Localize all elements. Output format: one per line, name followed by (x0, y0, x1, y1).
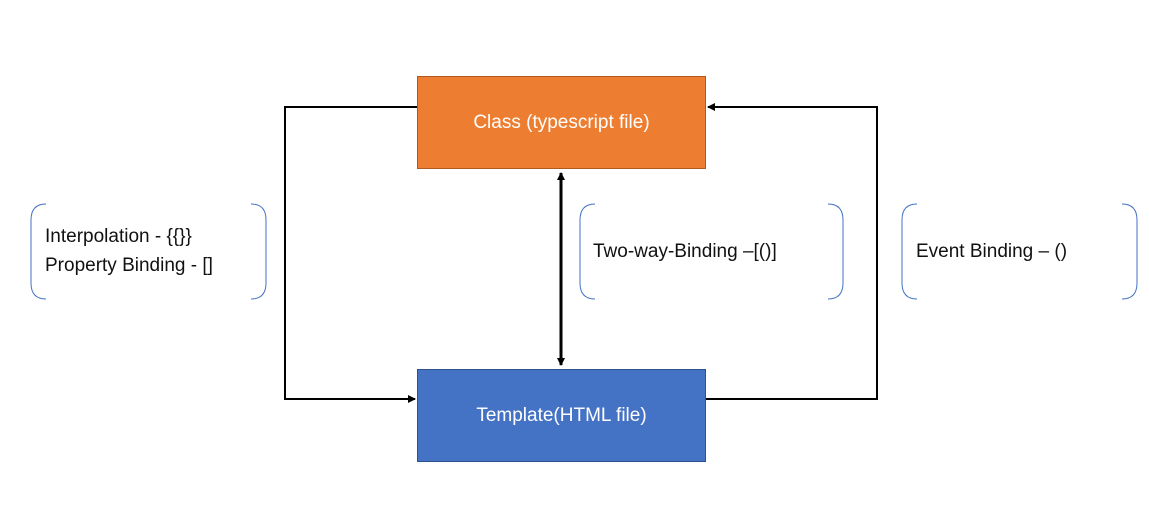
right-connector-arrow (706, 103, 878, 400)
template-node-label: Template(HTML file) (476, 404, 647, 426)
property-binding-label: Property Binding - [] (45, 255, 213, 276)
class-node-label: Class (typescript file) (473, 111, 650, 133)
interpolation-property-binding-label: Interpolation - {{}} Property Binding - … (45, 222, 213, 280)
left-bracket-open (30, 203, 47, 300)
left-connector-arrow (284, 106, 417, 403)
right-bracket-close (1121, 203, 1138, 300)
left-bracket-close (250, 203, 267, 300)
middle-bracket-open (579, 203, 596, 300)
event-binding-label: Event Binding – () (916, 241, 1068, 262)
template-node: Template(HTML file) (417, 369, 706, 462)
class-node: Class (typescript file) (417, 76, 706, 169)
interpolation-label: Interpolation - {{}} (45, 226, 192, 247)
right-bracket-open (901, 203, 918, 300)
middle-bracket-close (827, 203, 844, 300)
two-way-binding-label: Two-way-Binding –[()] (593, 241, 777, 262)
